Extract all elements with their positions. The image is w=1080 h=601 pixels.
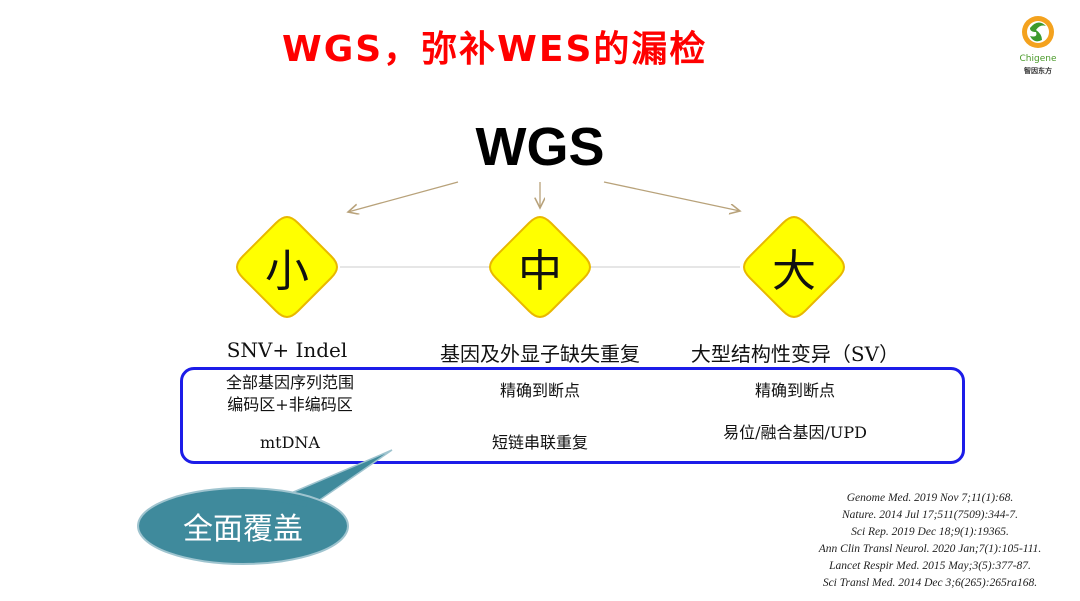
detail-large-2: 易位/融合基因/UPD <box>723 423 867 442</box>
diamond-small: 小 <box>234 214 340 320</box>
reference-4: Ann Clin Transl Neurol. 2020 Jan;7(1):10… <box>818 543 1042 555</box>
reference-3: Sci Rep. 2019 Dec 18;9(1):19365. <box>851 526 1009 538</box>
detail-large-1: 精确到断点 <box>754 381 835 400</box>
diamond-large: 大 <box>741 214 847 320</box>
detail-medium-2: 短链串联重复 <box>491 433 588 452</box>
wgs-heading: WGS <box>475 117 605 177</box>
reference-6: Sci Transl Med. 2014 Dec 3;6(265):265ra1… <box>822 577 1038 589</box>
arrow-right <box>603 181 740 211</box>
slide-title: WGS，弥补WES的漏检 <box>282 29 708 70</box>
reference-5: Lancet Respir Med. 2015 May;3(5):377-87. <box>829 560 1031 572</box>
category-medium-name: 基因及外显子缺失重复 <box>440 342 640 366</box>
details-box <box>180 367 965 464</box>
chigene-logo: Chigene 智因东方 <box>1008 14 1068 80</box>
logo-name-en: Chigene <box>1019 54 1057 64</box>
category-large-name: 大型结构性变异（SV） <box>690 342 900 366</box>
detail-medium-1: 精确到断点 <box>499 381 580 400</box>
detail-small-1: 全部基因序列范围 <box>225 373 354 392</box>
reference-2: Nature. 2014 Jul 17;511(7509):344-7. <box>842 509 1018 521</box>
diamond-large-label: 大 <box>772 246 816 297</box>
callout-bubble <box>137 449 393 565</box>
diamond-small-label: 小 <box>265 246 309 297</box>
detail-small-3: mtDNA <box>260 433 320 452</box>
detail-small-2: 编码区+非编码区 <box>227 395 353 414</box>
category-small-name: SNV+ Indel <box>226 338 348 362</box>
logo-name-cn: 智因东方 <box>1024 67 1052 75</box>
diamond-medium: 中 <box>487 214 593 320</box>
callout-text: 全面覆盖 <box>183 512 303 547</box>
diamond-medium-label: 中 <box>518 246 562 297</box>
reference-1: Genome Med. 2019 Nov 7;11(1):68. <box>846 492 1014 504</box>
references: Genome Med. 2019 Nov 7;11(1):68. Nature.… <box>790 490 1070 592</box>
arrow-left <box>348 181 459 212</box>
logo-swirl-icon <box>1022 16 1054 48</box>
